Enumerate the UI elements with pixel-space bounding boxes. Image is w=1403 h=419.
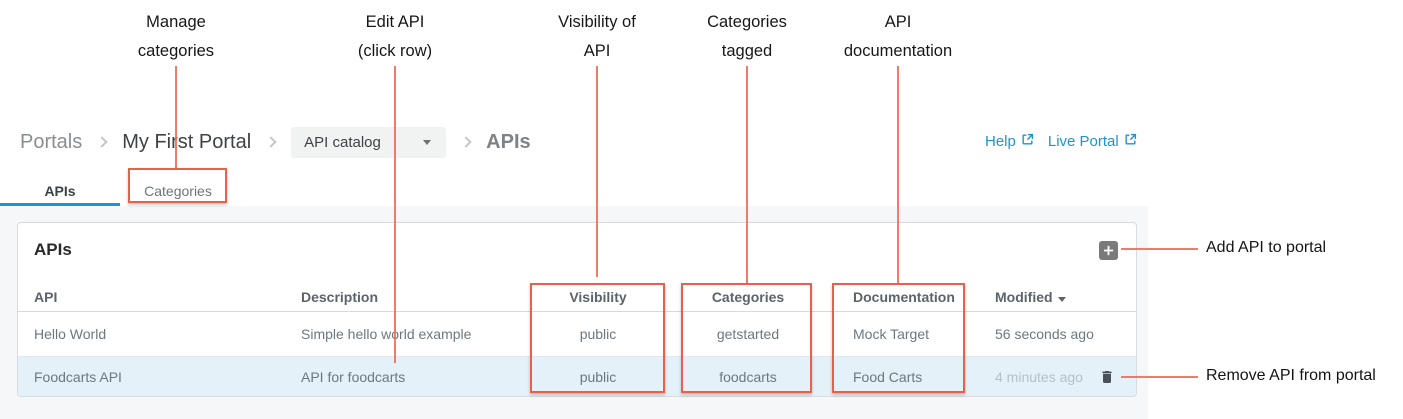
annotation-remove-api: Remove API from portal [1206,367,1376,384]
chevron-right-icon [96,136,108,148]
chevron-right-icon [265,136,277,148]
cell-modified: 4 minutes ago [995,368,1083,385]
annotation-line-add-api [1121,248,1198,250]
table-row-foodcarts[interactable]: Foodcarts API API for foodcarts public f… [18,357,1136,396]
sort-desc-icon [1057,296,1066,302]
cell-visibility: public [579,326,617,342]
add-api-button[interactable] [1099,241,1118,260]
table-header-row: API Description Visibility Categories Do… [18,282,1136,312]
col-header-modified[interactable]: Modified [995,289,1066,305]
annotation-api-documentation: API documentation [813,8,983,66]
annotation-visibility: Visibility of API [512,8,682,66]
col-header-modified-label: Modified [995,288,1053,305]
cell-api: Hello World [34,326,107,342]
annotation-box-visibility-column [530,283,665,393]
annotation-box-categories-column [681,283,812,393]
annotation-line-2: documentation [843,42,953,60]
annotation-line-1: Visibility of [558,13,636,31]
annotation-categories-tagged: Categories tagged [662,8,832,66]
cell-description: Simple hello world example [301,326,472,342]
annotation-line-2: (click row) [357,42,433,60]
chevron-right-icon [460,136,472,148]
table-row-hello-world[interactable]: Hello World Simple hello world example p… [18,312,1136,357]
catalog-select-value: API catalog [304,133,381,151]
cell-description: API for foodcarts [301,368,406,385]
col-header-categories: Categories [711,288,785,305]
annotation-line-2: tagged [721,42,773,60]
annotation-line-documentation [897,66,899,283]
live-portal-link[interactable]: Live Portal [1048,133,1137,150]
annotation-box-documentation-column [832,283,965,393]
plus-icon [1103,245,1114,256]
tab-categories[interactable]: Categories [144,183,212,199]
panel-title: APIs [34,240,72,259]
annotation-box-categories-tab [128,168,227,203]
col-header-visibility: Visibility [569,288,627,305]
breadcrumb-portals-link[interactable]: Portals [20,130,83,153]
annotation-line-1: API [884,13,912,31]
annotation-line-1: Edit API [365,13,425,31]
external-link-icon [1124,133,1137,150]
cell-documentation: Mock Target [853,326,929,342]
col-header-documentation: Documentation [853,288,955,305]
annotation-line-edit-api [394,66,396,363]
cell-categories: getstarted [716,326,780,342]
caret-down-icon [423,139,432,145]
annotation-line-1: Manage [146,13,206,31]
annotation-line-visibility [596,66,598,277]
annotation-add-api: Add API to portal [1206,239,1327,256]
active-tab-underline [0,203,120,206]
annotation-line-remove-api [1121,376,1198,378]
annotation-line-2: API [583,42,611,60]
remove-api-button[interactable] [1099,368,1115,386]
cell-documentation: Food Carts [853,368,923,385]
header-links: Help Live Portal [985,133,1137,150]
annotation-edit-api: Edit API (click row) [310,8,480,66]
cell-visibility: public [579,368,617,385]
annotation-manage-categories: Manage categories [91,8,261,66]
catalog-select-dropdown[interactable]: API catalog [291,126,447,158]
cell-categories: foodcarts [719,368,777,385]
external-link-icon [1021,133,1034,150]
breadcrumb-portal-name-link[interactable]: My First Portal [122,130,252,153]
cell-api: Foodcarts API [34,368,122,385]
col-header-api: API [34,288,58,305]
tab-apis[interactable]: APIs [44,183,76,199]
apis-panel: APIs API Description Visibility Categori… [17,222,1137,397]
live-portal-link-label: Live Portal [1047,133,1119,150]
annotation-line-categories [746,66,748,283]
trash-icon [1102,370,1112,383]
help-link[interactable]: Help [985,133,1034,150]
help-link-label: Help [985,133,1016,150]
col-header-description: Description [301,288,379,305]
breadcrumb: Portals My First Portal API catalog APIs [20,120,531,164]
cell-modified: 56 seconds ago [995,326,1094,342]
annotation-line-2: categories [137,42,215,60]
breadcrumb-current-apis: APIs [486,130,531,153]
annotation-line-manage-categories [175,66,177,168]
annotation-line-1: Categories [707,13,787,31]
